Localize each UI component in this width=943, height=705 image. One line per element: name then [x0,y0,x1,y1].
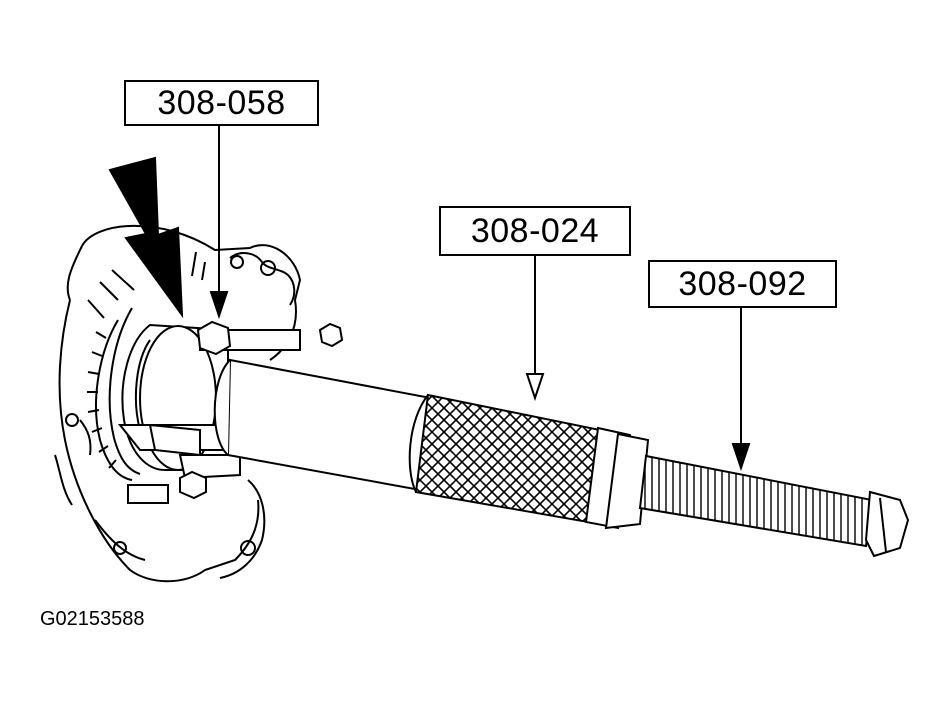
callout-308-092: 308-092 [648,260,837,308]
figure-id: G02153588 [40,608,145,630]
callout-308-058: 308-058 [124,80,319,126]
callout-308-024: 308-024 [439,206,631,256]
large-arrow-icon [108,156,184,319]
adapter-308-058 [117,320,344,504]
leader-lines [209,126,751,472]
tube-308-024 [213,358,650,530]
gear-ring [87,307,141,481]
rod-308-092 [638,454,910,558]
